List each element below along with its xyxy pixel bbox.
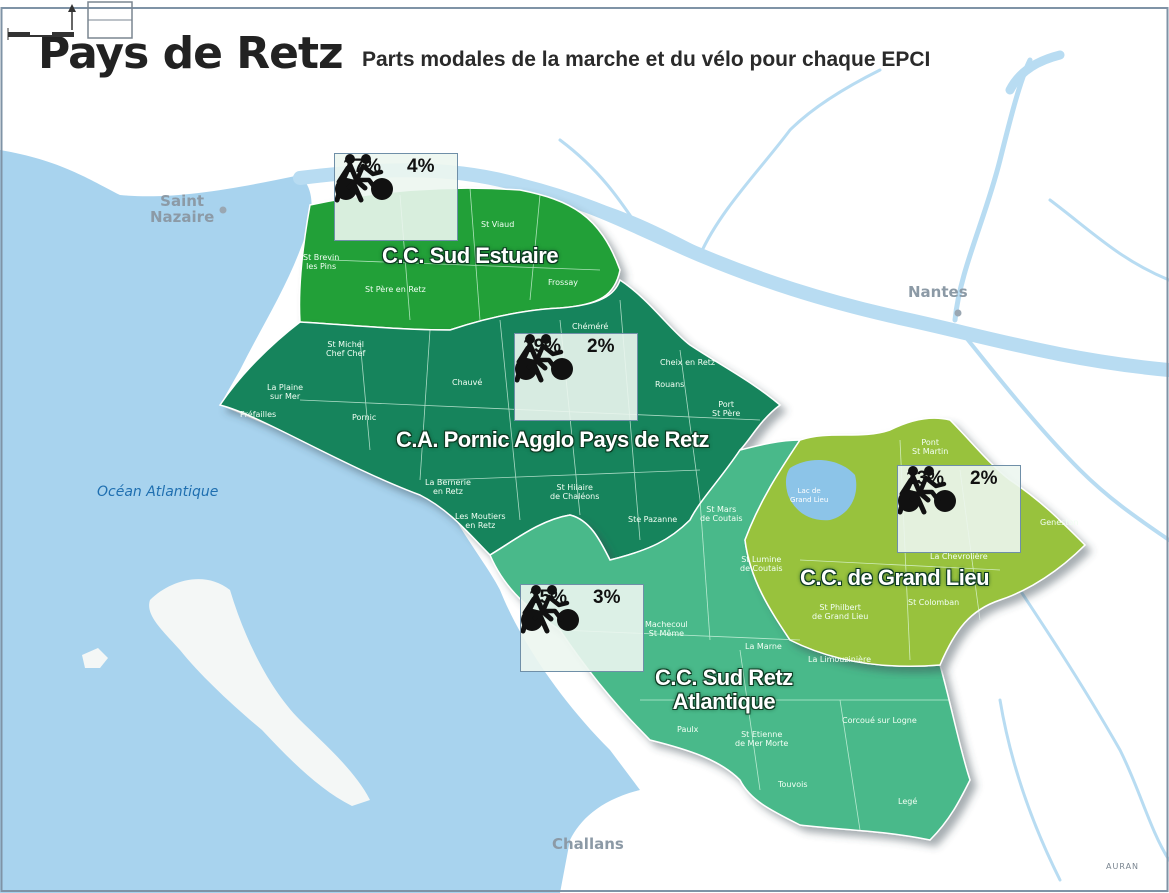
bicycle-icon (898, 466, 958, 516)
commune-label: Paulx (677, 725, 699, 734)
commune-label: Rouans (655, 380, 685, 389)
commune-label: La Limouzinière (808, 655, 872, 664)
commune-label: La Marne (745, 642, 782, 651)
lake-label: Lac de Grand Lieu (790, 487, 829, 504)
commune-label: Chéméré (572, 322, 609, 331)
map-title: Pays de Retz (38, 28, 344, 79)
city-saint-nazaire: Saint Nazaire (150, 192, 215, 226)
commune-label: St Brevin les Pins (303, 253, 340, 271)
loire-channel (557, 192, 723, 265)
commune-label: Cheix en Retz (660, 358, 716, 367)
map-furniture (7, 1, 133, 40)
map-subtitle: Parts modales de la marche et du vélo po… (362, 48, 931, 71)
stat-box-grand-lieu: 13% 2% (897, 465, 1021, 553)
river-south (998, 698, 1062, 882)
commune-label: St Père en Retz (365, 285, 426, 294)
commune-label: Port St Père (712, 400, 741, 418)
epci-name-pornic: C.A. Pornic Agglo Pays de Retz (396, 427, 710, 452)
scale-bar-icon (7, 28, 74, 40)
north-arrow-icon (68, 4, 76, 30)
commune-label: La Chevrolière (930, 552, 988, 561)
commune-label: La Plaine sur Mer (267, 383, 304, 401)
commune-label: Touvois (778, 780, 808, 789)
commune-label: Geneston (1040, 518, 1079, 527)
bike-share-value: 3% (593, 587, 621, 608)
commune-label: St Philbert de Grand Lieu (812, 603, 869, 621)
epci-name-grand-lieu: C.C. de Grand Lieu (800, 565, 990, 590)
bicycle-icon (515, 334, 575, 384)
commune-label: Les Moutiers en Retz (455, 512, 506, 530)
stat-box-sud-estuaire: 17% 4% (334, 153, 458, 241)
river-erdre (952, 57, 1033, 323)
city-nantes: Nantes (908, 283, 968, 301)
commune-label: St Colomban (908, 598, 960, 607)
sea (0, 150, 640, 893)
river-boulogne (998, 558, 1169, 862)
river-sevre (958, 328, 1169, 542)
nantes-marker (954, 309, 962, 317)
commune-label: Machecoul St Même (645, 620, 688, 638)
commune-label: Pornic (352, 413, 377, 422)
bicycle-icon (521, 585, 581, 635)
commune-label: La Bernerie en Retz (425, 478, 471, 496)
commune-label: Legé (898, 797, 918, 806)
commune-label: Chauvé (452, 378, 483, 387)
bike-share-value: 4% (407, 156, 435, 177)
commune-label: St Mars de Coutais (700, 505, 743, 523)
commune-label: St Lumine de Coutais (740, 555, 783, 573)
noirmoutier-island (149, 579, 370, 806)
credit-label: AURAN (1106, 862, 1140, 871)
lac-de-grand-lieu (785, 459, 857, 521)
commune-label: Pont St Martin (912, 438, 949, 456)
river-north (698, 68, 882, 257)
commune-label: Corcoué sur Logne (842, 716, 917, 725)
commune-label: St Hilaire de Chaléons (550, 483, 600, 501)
commune-label: St Viaud (481, 220, 515, 229)
city-challans: Challans (552, 835, 624, 853)
river-erdre-lake (1005, 50, 1065, 95)
river-northwest (558, 138, 642, 232)
epci-name-sud-estuaire: C.C. Sud Estuaire (382, 243, 559, 268)
logo-frame-icon (87, 1, 133, 39)
commune-label: Ste Pazanne (628, 515, 678, 524)
river-east (1048, 198, 1169, 282)
saint-nazaire-marker (219, 206, 227, 214)
stat-box-sud-retz: 15% 3% (520, 584, 644, 672)
epci-name-sud-retz: C.C. Sud Retz Atlantique (655, 665, 793, 714)
ocean-label: Océan Atlantique (97, 484, 219, 500)
commune-label: St Michel Chef Chef (326, 340, 366, 358)
bike-share-value: 2% (970, 468, 998, 489)
bike-share-value: 2% (587, 336, 615, 357)
map-frame (0, 7, 1169, 892)
commune-label: Préfailles (240, 410, 277, 419)
ile-du-pilier (82, 648, 108, 668)
commune-label: Frossay (548, 278, 578, 287)
stat-box-pornic: 19% 2% (514, 333, 638, 421)
commune-label: St Etienne de Mer Morte (735, 730, 789, 748)
bicycle-icon (335, 154, 395, 204)
